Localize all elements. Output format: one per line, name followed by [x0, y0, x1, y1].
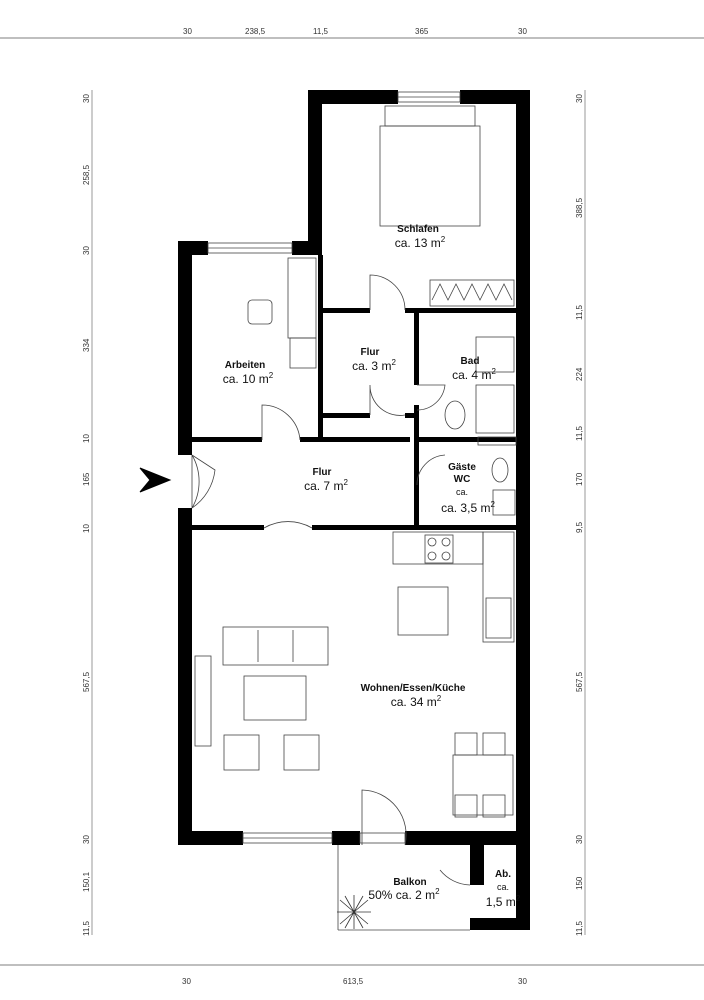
dim-top-5: 30 [518, 27, 527, 36]
tv-board [194, 655, 212, 747]
room-flur2-name: Flur [313, 467, 332, 478]
dim-left: 30 [82, 246, 91, 255]
room-flur1-area: ca. 3 m2 [352, 358, 396, 373]
stove [424, 534, 454, 564]
room-flur2-area: ca. 7 m2 [304, 478, 348, 493]
room-gaeste-pre: ca. [456, 487, 468, 497]
room-schlafen-name: Schlafen [397, 224, 439, 235]
dim-right: 30 [575, 835, 584, 844]
shower [475, 384, 515, 434]
chair [247, 299, 273, 325]
wc-sink [492, 489, 516, 516]
dim-left: 30 [82, 835, 91, 844]
dim-left: 150,1 [82, 871, 91, 892]
windows [207, 91, 470, 931]
room-gaeste-name2: WC [454, 474, 471, 485]
dim-right: 388,5 [575, 197, 584, 218]
walls [178, 90, 530, 930]
room-balkon-area: 50% ca. 2 m2 [368, 887, 440, 902]
wardrobe [429, 279, 515, 307]
bottom-dimensions: 30 613,5 30 [182, 977, 527, 986]
armchair [283, 734, 320, 771]
dim-left: 11,5 [82, 920, 91, 936]
dim-right: 11,5 [575, 920, 584, 936]
entrance-arrow-icon [139, 467, 172, 493]
dim-top-2: 238,5 [245, 27, 266, 36]
room-ab-area: 1,5 m2 [486, 894, 521, 909]
desk [287, 257, 317, 339]
dim-top-3: 11,5 [313, 27, 329, 36]
room-ab-pre: ca. [497, 882, 509, 892]
doors [191, 274, 471, 886]
dim-right: 567,5 [575, 671, 584, 692]
top-dimensions: 30 238,5 11,5 365 30 [183, 27, 527, 36]
room-flur1-name: Flur [361, 347, 380, 358]
bed [379, 125, 481, 227]
coffee-table [243, 675, 307, 721]
bed-headboard [384, 105, 476, 127]
room-ab-name: Ab. [495, 869, 511, 880]
dim-left: 10 [82, 524, 91, 533]
room-labels: Schlafen ca. 13 m2 Arbeiten ca. 10 m2 Fl… [223, 224, 521, 909]
kitchen-counter [392, 531, 484, 565]
room-bad-name: Bad [461, 356, 480, 367]
dim-left: 258,5 [82, 164, 91, 185]
furniture [194, 105, 517, 929]
dim-right: 150 [575, 876, 584, 890]
room-arbeiten-area: ca. 10 m2 [223, 371, 274, 386]
kitchen-sink [485, 597, 512, 639]
room-arbeiten-name: Arbeiten [225, 360, 266, 371]
dim-bottom-1: 30 [182, 977, 191, 986]
dim-left: 334 [82, 338, 91, 352]
room-schlafen-area: ca. 13 m2 [395, 235, 446, 250]
room-gaeste-area: ca. 3,5 m2 [441, 500, 495, 515]
dim-right: 30 [575, 94, 584, 103]
dim-top-1: 30 [183, 27, 192, 36]
dim-right: 170 [575, 472, 584, 486]
dim-top-4: 365 [415, 27, 429, 36]
kitchen-counter-side [482, 531, 515, 643]
dim-left: 30 [82, 94, 91, 103]
toilet [444, 400, 466, 430]
dimension-lines [0, 37, 704, 966]
dim-right: 224 [575, 367, 584, 381]
room-balkon-name: Balkon [393, 877, 426, 888]
kitchen-island [397, 586, 449, 636]
room-wohnen-name: Wohnen/Essen/Küche [361, 683, 466, 694]
left-dimensions: 30 258,5 30 334 10 165 10 567,5 30 150,1… [82, 94, 91, 936]
wc-toilet [491, 457, 509, 483]
room-bad-area: ca. 4 m2 [452, 367, 496, 382]
sofa [222, 626, 329, 666]
dim-right: 11,5 [575, 425, 584, 441]
bad-sink [475, 336, 515, 373]
room-wohnen-area: ca. 34 m2 [391, 694, 442, 709]
dim-bottom-3: 30 [518, 977, 527, 986]
plant-icon [337, 895, 371, 929]
dim-right: 9,5 [575, 521, 584, 533]
dim-left: 165 [82, 472, 91, 486]
dim-left: 10 [82, 434, 91, 443]
armchair [223, 734, 260, 771]
dim-right: 11,5 [575, 304, 584, 320]
dim-bottom-2: 613,5 [343, 977, 364, 986]
room-gaeste-name: Gäste [448, 462, 476, 473]
right-dimensions: 30 388,5 11,5 224 11,5 170 9,5 567,5 30 … [575, 94, 584, 936]
dim-left: 567,5 [82, 671, 91, 692]
